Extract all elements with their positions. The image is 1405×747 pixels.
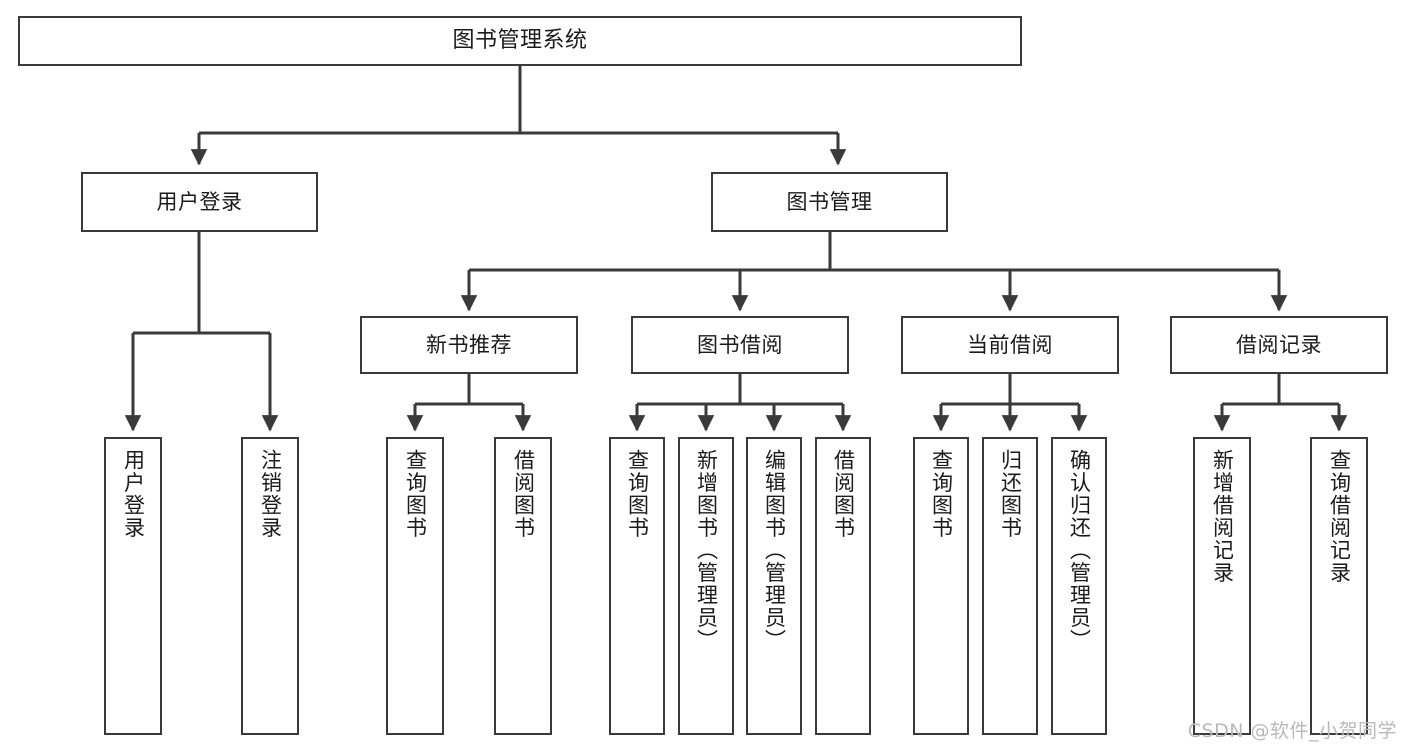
leaf-new-book-query[interactable]: 查询图书 (386, 437, 444, 735)
node-label: 图书借阅 (697, 332, 783, 357)
node-label: 新增借阅记录 (1210, 449, 1235, 584)
leaf-record-query-record[interactable]: 查询借阅记录 (1310, 437, 1368, 735)
leaf-current-return-book[interactable]: 归还图书 (982, 437, 1038, 735)
watermark: CSDN @软件_小贺同学 (1187, 720, 1397, 742)
node-label: 用户登录 (121, 449, 146, 539)
leaf-record-add-record[interactable]: 新增借阅记录 (1193, 437, 1251, 735)
leaf-borrow-add-book-admin[interactable]: 新增图书（管理员） (678, 437, 734, 735)
leaf-user-login-logout[interactable]: 注销登录 (241, 437, 299, 735)
node-label: 新书推荐 (426, 332, 512, 357)
node-label: 编辑图书（管理员） (762, 449, 787, 652)
node-label: 图书管理系统 (452, 28, 588, 54)
node-label: 查询图书 (403, 449, 428, 539)
leaf-borrow-query-book[interactable]: 查询图书 (609, 437, 665, 735)
node-label: 借阅记录 (1236, 332, 1322, 357)
node-user-login[interactable]: 用户登录 (81, 172, 318, 232)
leaf-borrow-edit-book-admin[interactable]: 编辑图书（管理员） (746, 437, 802, 735)
leaf-current-confirm-return-admin[interactable]: 确认归还（管理员） (1051, 437, 1107, 735)
node-current-borrow[interactable]: 当前借阅 (901, 316, 1119, 374)
node-borrow-record[interactable]: 借阅记录 (1170, 316, 1388, 374)
node-label: 借阅图书 (511, 449, 536, 539)
leaf-current-query-book[interactable]: 查询图书 (913, 437, 969, 735)
node-label: 注销登录 (258, 449, 283, 539)
node-label: 借阅图书 (831, 449, 856, 539)
node-label: 用户登录 (156, 189, 243, 214)
leaf-new-book-borrow[interactable]: 借阅图书 (494, 437, 552, 735)
leaf-user-login-login[interactable]: 用户登录 (104, 437, 162, 735)
node-label: 归还图书 (998, 449, 1023, 539)
node-book-borrow[interactable]: 图书借阅 (631, 316, 849, 374)
node-new-book-recommend[interactable]: 新书推荐 (360, 316, 578, 374)
node-book-management[interactable]: 图书管理 (711, 172, 948, 232)
node-label: 查询借阅记录 (1327, 449, 1352, 584)
node-label: 确认归还（管理员） (1067, 449, 1092, 652)
node-root-system[interactable]: 图书管理系统 (18, 16, 1022, 66)
node-label: 当前借阅 (967, 332, 1053, 357)
node-label: 查询图书 (929, 449, 954, 539)
leaf-borrow-borrow-book[interactable]: 借阅图书 (815, 437, 871, 735)
node-label: 新增图书（管理员） (694, 449, 719, 652)
node-label: 图书管理 (786, 189, 873, 214)
node-label: 查询图书 (625, 449, 650, 539)
